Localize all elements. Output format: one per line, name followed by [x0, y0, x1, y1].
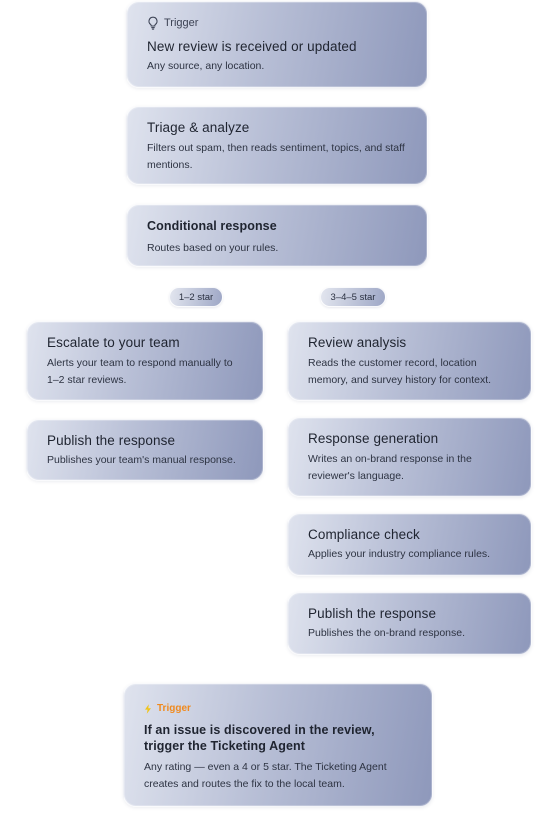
review-analysis-card: Review analysis Reads the customer recor… — [287, 321, 532, 401]
compliance-check-card: Compliance check Applies your industry c… — [287, 513, 532, 576]
escalate-desc: Alerts your team to respond manually to … — [47, 357, 233, 386]
conditional-title: Conditional response — [147, 219, 277, 233]
ticket-desc: Any rating — even a 4 or 5 star. The Tic… — [144, 761, 387, 790]
review-analysis-desc: Reads the customer record, location memo… — [308, 357, 492, 386]
ticket-label: Trigger — [157, 703, 191, 714]
branch-pill-high: 3–4–5 star — [320, 287, 386, 307]
publish-manual-desc: Publishes your team's manual response. — [47, 454, 236, 466]
publish-brand-card: Publish the response Publishes the on-br… — [287, 592, 532, 655]
publish-brand-title: Publish the response — [308, 606, 437, 621]
conditional-card: Conditional response Routes based on you… — [126, 204, 428, 267]
lightbulb-icon — [147, 16, 159, 30]
ticket-title: If an issue is discovered in the review,… — [144, 723, 375, 753]
trigger-title: New review is received or updated — [147, 39, 357, 54]
compliance-check-title: Compliance check — [308, 527, 420, 542]
ticket-label-row: Trigger — [144, 702, 412, 716]
triage-desc: Filters out spam, then reads sentiment, … — [147, 142, 405, 171]
response-generation-desc: Writes an on-brand response in the revie… — [308, 453, 472, 482]
conditional-desc: Routes based on your rules. — [147, 242, 279, 254]
trigger-label: Trigger — [164, 17, 199, 29]
trigger-card: Trigger New review is received or update… — [126, 1, 428, 88]
trigger-label-row: Trigger — [147, 16, 407, 30]
triage-card: Triage & analyze Filters out spam, then … — [126, 106, 428, 185]
review-analysis-title: Review analysis — [308, 335, 407, 350]
publish-manual-card: Publish the response Publishes your team… — [26, 419, 264, 481]
escalate-title: Escalate to your team — [47, 335, 180, 350]
compliance-check-desc: Applies your industry compliance rules. — [308, 548, 491, 560]
escalate-card: Escalate to your team Alerts your team t… — [26, 321, 264, 401]
triage-title: Triage & analyze — [147, 120, 250, 135]
response-generation-card: Response generation Writes an on-brand r… — [287, 417, 532, 497]
publish-brand-desc: Publishes the on-brand response. — [308, 627, 466, 639]
lightning-icon — [144, 704, 152, 714]
trigger-desc: Any source, any location. — [147, 60, 265, 72]
branch-pill-low: 1–2 star — [169, 287, 223, 307]
publish-manual-title: Publish the response — [47, 433, 176, 448]
response-generation-title: Response generation — [308, 431, 439, 446]
ticketing-trigger-card: Trigger If an issue is discovered in the… — [123, 683, 433, 807]
